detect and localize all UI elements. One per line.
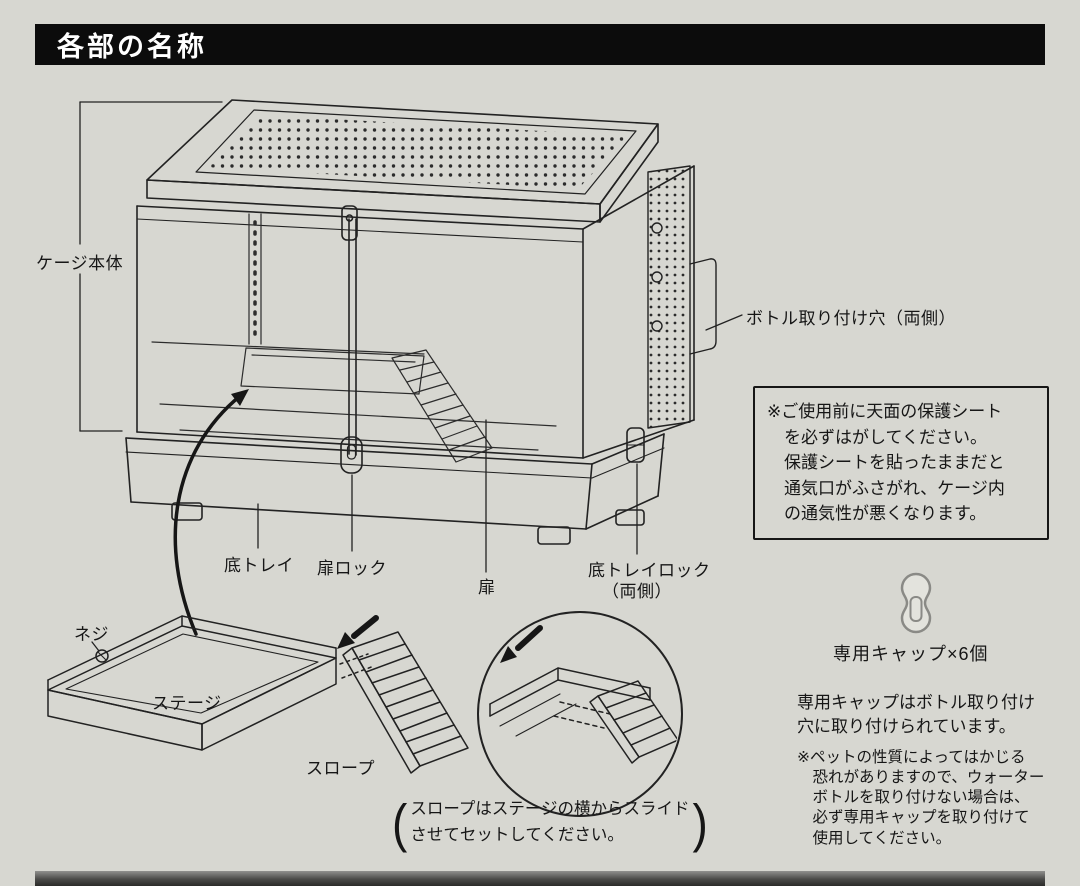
section-title: 各部の名称	[57, 32, 207, 62]
label-stage: ステージ	[152, 694, 222, 713]
bottle-hole-panel	[647, 165, 717, 429]
slope-setup-note: ( スロープはステージの横からスライド させてセットしてください。 )	[392, 792, 708, 853]
open-paren: (	[392, 792, 408, 853]
close-paren: )	[692, 792, 708, 853]
label-bottle-hole: ボトル取り付け穴（両側）	[746, 309, 956, 328]
pet-chewing-warning: ※ペットの性質によってはかじる 恐れがありますので、ウォーター ボトルを取り付け…	[797, 749, 1045, 847]
label-cage-body: ケージ本体	[36, 254, 124, 273]
cap-count-label: 専用キャップ×6個	[833, 644, 989, 664]
cage-body-frame	[136, 165, 695, 459]
stage-drawing	[47, 615, 375, 751]
label-bottom-tray-lock-sides: （両側）	[602, 582, 672, 601]
label-door: 扉	[478, 578, 496, 597]
label-bottom-tray: 底トレイ	[224, 556, 294, 575]
protective-sheet-note-text: ※ご使用前に天面の保護シート を必ずはがしてください。 保護シートを貼ったままだ…	[767, 402, 1005, 523]
bottom-tray-base	[125, 427, 665, 545]
slope-setup-note-text: スロープはステージの横からスライド させてセットしてください。	[410, 800, 690, 844]
slope-drawing	[337, 615, 469, 774]
cap-icon	[900, 572, 932, 634]
magnifier-circle	[477, 611, 683, 817]
cage-doors	[340, 218, 363, 474]
label-bottom-tray-lock: 底トレイロック	[588, 561, 711, 580]
leader-lines	[79, 101, 743, 652]
cage-lid	[146, 99, 659, 241]
curved-arrow	[173, 389, 249, 636]
label-screw: ネジ	[74, 625, 109, 644]
label-slope: スロープ	[306, 759, 375, 778]
cap-attachment-note: 専用キャップはボトル取り付け 穴に取り付けられています。	[797, 693, 1035, 737]
next-section-bar	[35, 871, 1045, 886]
section-header: 各部の名称	[35, 24, 1045, 65]
protective-sheet-note-box: ※ご使用前に天面の保護シート を必ずはがしてください。 保護シートを貼ったままだ…	[753, 386, 1049, 540]
label-door-lock: 扉ロック	[317, 559, 387, 578]
cage-interior	[151, 213, 557, 463]
